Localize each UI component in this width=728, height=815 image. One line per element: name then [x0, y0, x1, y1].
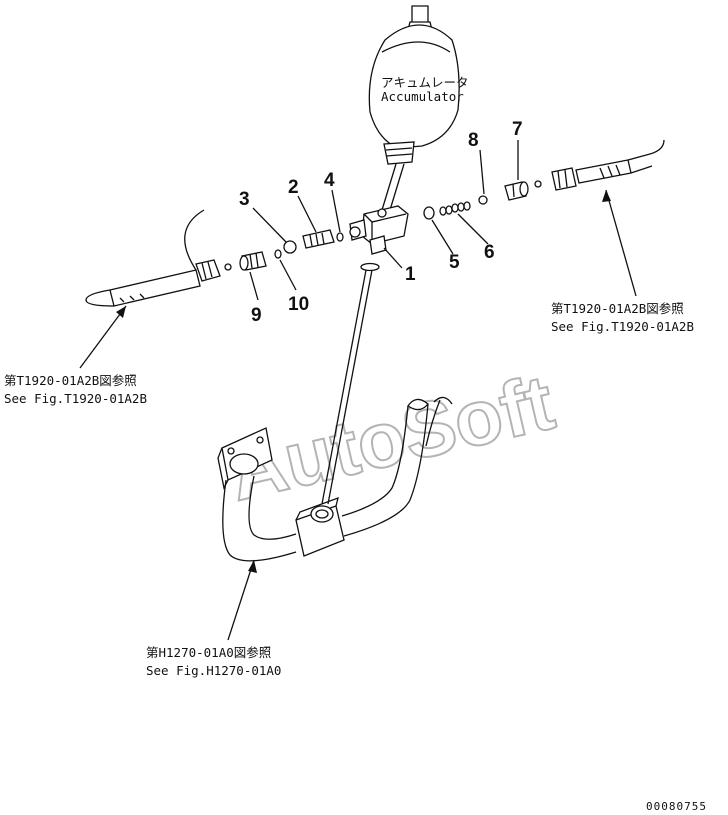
ref-bottom-jp: 第H1270-01A0図参照 [146, 645, 271, 660]
leader-lines [79, 140, 637, 641]
pipe-assembly [217, 396, 453, 562]
hose-right [534, 139, 665, 191]
accumulator-label-jp: アキュムレータ [381, 75, 469, 90]
watermark: AutoSoft [221, 358, 562, 518]
callout-8: 8 [468, 130, 479, 151]
ref-left-en: See Fig.T1920-01A2B [4, 391, 147, 406]
callout-numbers: 1 2 3 4 5 6 7 8 9 10 [239, 119, 523, 326]
drawing-number: 00080755 [646, 800, 707, 813]
accumulator-label-en: Accumulator [381, 89, 464, 104]
o-ring-part-5 [423, 206, 435, 220]
valve-block-part [349, 205, 409, 272]
ref-bottom-en: See Fig.H1270-01A0 [146, 663, 281, 678]
callout-3: 3 [239, 189, 250, 210]
o-ring-part-3 [283, 240, 297, 254]
ref-left-jp: 第T1920-01A2B図参照 [4, 373, 137, 388]
callout-9: 9 [251, 305, 262, 326]
callout-6: 6 [484, 242, 495, 263]
fitting-part-2 [302, 229, 344, 249]
fitting-part-9 [239, 251, 267, 271]
callout-10: 10 [288, 294, 309, 315]
ref-right-en: See Fig.T1920-01A2B [551, 319, 694, 334]
hose-left [85, 209, 232, 307]
o-ring-part-10 [274, 249, 282, 259]
callout-1: 1 [405, 264, 416, 285]
callout-2: 2 [288, 177, 299, 198]
spring-part-6 [439, 201, 471, 216]
ref-right-jp: 第T1920-01A2B図参照 [551, 301, 684, 316]
ball-part-8 [478, 195, 488, 205]
callout-5: 5 [449, 252, 460, 273]
accumulator-part [368, 5, 460, 211]
callout-7: 7 [512, 119, 523, 140]
callout-4: 4 [324, 170, 335, 191]
fitting-part-7 [504, 181, 529, 201]
